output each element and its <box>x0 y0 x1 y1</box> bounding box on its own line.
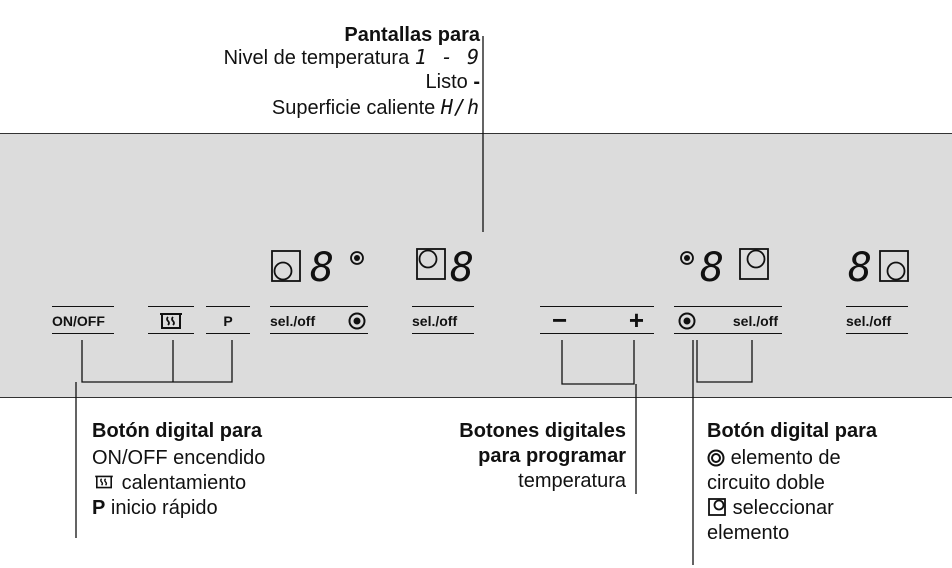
hot-surface-glyph: H/h <box>440 95 480 119</box>
leader-lines <box>75 36 753 565</box>
select-off-button-1[interactable]: sel./off <box>270 306 368 334</box>
sel-off-label-3: sel./off <box>732 313 778 329</box>
display-4: 8 <box>848 245 872 291</box>
left-callout-title: Botón digital para <box>92 420 262 442</box>
middle-callout-line3: temperatura <box>518 470 626 492</box>
control-panel <box>0 133 952 398</box>
display-3: 8 <box>700 245 724 291</box>
plus-button[interactable]: + <box>628 305 644 335</box>
display-2: 8 <box>450 245 474 291</box>
rear-right-zone-icon <box>739 248 769 280</box>
front-right-zone-icon <box>879 250 909 282</box>
right-callout-title: Botón digital para <box>707 420 877 442</box>
select-off-button-3[interactable]: sel./off <box>674 306 782 334</box>
sel-off-label-2: sel./off <box>412 313 458 329</box>
temperature-buttons: − + <box>540 306 654 334</box>
ready-label: Listo - <box>426 71 480 93</box>
display-1: 8 <box>310 245 334 291</box>
warming-icon <box>160 313 182 329</box>
temperature-level-label: Nivel de temperatura 1 - 9 <box>224 46 480 69</box>
hot-surface-text: Superficie caliente <box>271 97 436 119</box>
ready-text: Listo <box>425 71 468 93</box>
p-label: P <box>223 313 233 329</box>
front-left-zone-icon <box>416 248 446 280</box>
hot-surface-label: Superficie caliente H/h <box>272 96 480 119</box>
select-element-text: seleccionar <box>732 497 834 519</box>
left-callout-line3: P inicio rápido <box>92 497 218 519</box>
right-callout-line2: circuito doble <box>707 472 825 494</box>
dual-circuit-icon <box>678 312 696 330</box>
warming-text: calentamiento <box>121 472 247 494</box>
warming-icon <box>95 475 113 489</box>
left-callout-line1: ON/OFF encendido <box>92 447 266 469</box>
p-button[interactable]: P <box>206 306 250 334</box>
sel-off-label-4: sel./off <box>846 313 892 329</box>
left-callout-line2: calentamiento <box>92 472 246 494</box>
rear-left-zone-icon <box>271 250 301 282</box>
dual-circuit-indicator-1 <box>350 251 364 265</box>
right-callout-line1: elemento de <box>707 447 841 469</box>
middle-callout-line1: Botones digitales <box>459 420 626 442</box>
temperature-level-glyph: 1 - 9 <box>414 45 480 69</box>
middle-callout-line2: para programar <box>478 445 626 467</box>
select-zone-icon <box>708 498 726 516</box>
dual-circuit-icon <box>707 449 725 467</box>
right-callout-line3: seleccionar <box>707 497 834 519</box>
right-callout-line4: elemento <box>707 522 790 544</box>
ready-glyph: - <box>473 71 480 93</box>
quick-start-text: inicio rápido <box>110 497 218 519</box>
minus-button[interactable]: − <box>552 305 568 335</box>
temperature-level-text: Nivel de temperatura <box>223 47 410 69</box>
warming-button[interactable] <box>148 306 194 334</box>
p-glyph: P <box>92 497 106 519</box>
displays-title: Pantallas para <box>344 24 480 46</box>
dual-circuit-text: elemento de <box>730 447 841 469</box>
onoff-button[interactable]: ON/OFF <box>52 306 114 334</box>
dual-circuit-icon <box>348 312 366 330</box>
dual-circuit-indicator-2 <box>680 251 694 265</box>
select-off-button-4[interactable]: sel./off <box>846 306 908 334</box>
onoff-label: ON/OFF <box>52 313 105 329</box>
sel-off-label-1: sel./off <box>270 313 316 329</box>
select-off-button-2[interactable]: sel./off <box>412 306 474 334</box>
